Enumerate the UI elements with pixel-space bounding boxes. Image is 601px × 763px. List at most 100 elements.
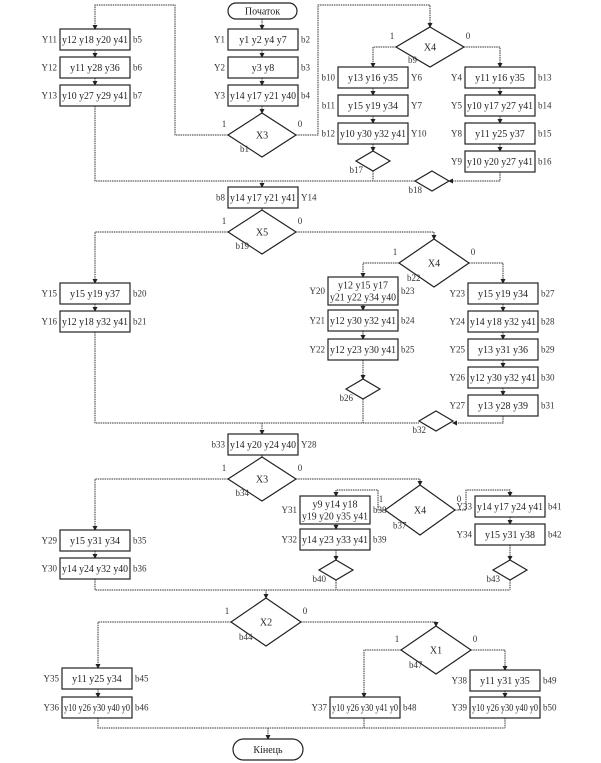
- decision-condition: X4: [424, 43, 436, 54]
- block-text: y14 y17 y21 y40: [230, 91, 296, 102]
- process-rect: [299, 528, 371, 551]
- branch-label-false: 0: [473, 634, 478, 644]
- decision-condition: X4: [414, 506, 426, 517]
- block-text: y19 y20 y35 y41: [302, 512, 368, 523]
- block-text: y11 y25 y34: [72, 674, 122, 685]
- process-block-b: [227, 186, 299, 209]
- block-text: y10 y20 y27 y41: [467, 157, 533, 168]
- junction-block-s1: [354, 150, 392, 172]
- process-rect: [469, 696, 541, 719]
- process-rect: [337, 66, 409, 89]
- block-text: y15 y19 y37: [70, 289, 120, 300]
- block-text: y12 y30 y32 y41: [470, 373, 536, 384]
- process-block-a3: [227, 84, 299, 107]
- decision-condition: X2: [260, 618, 272, 629]
- connector-line: [94, 106, 415, 182]
- process-block-u1: [59, 529, 131, 552]
- process-block-r2: [337, 94, 409, 117]
- process-rect: [59, 28, 131, 51]
- right-state-label: b28: [541, 317, 555, 327]
- process-rect: [464, 66, 536, 89]
- branch-label-false: 0: [466, 31, 471, 41]
- block-text: y10 y17 y27 y41: [467, 101, 533, 112]
- decision-diamond: [226, 112, 298, 158]
- process-rect: [61, 667, 133, 690]
- process-block-l2: [59, 56, 131, 79]
- block-text: y14 y17 y24 y41: [477, 502, 543, 513]
- process-rect: [59, 84, 131, 107]
- process-rect: [227, 433, 299, 456]
- branch-label-true: 1: [395, 634, 400, 644]
- process-block-a1: [227, 28, 299, 51]
- process-rect: [227, 84, 299, 107]
- left-state-label: Y1: [214, 35, 225, 45]
- decision-block-d2: [394, 26, 466, 68]
- process-block-e1: [299, 495, 371, 525]
- right-state-label: b45: [135, 674, 149, 684]
- right-state-label: b29: [541, 345, 555, 355]
- right-state-label: b38: [373, 505, 387, 515]
- process-block-g1: [61, 667, 133, 690]
- connector-line: [94, 332, 419, 424]
- terminal-shape: [232, 738, 304, 761]
- block-text: y10 y26 y30 y40 y0: [64, 703, 130, 714]
- junction-block-s5: [317, 559, 355, 581]
- process-block-f2: [474, 523, 546, 546]
- right-state-label: b23: [401, 286, 415, 296]
- decision-diamond: [229, 597, 303, 647]
- left-state-label: Y9: [451, 157, 462, 167]
- left-state-label: Y27: [450, 401, 466, 411]
- decision-diamond: [394, 26, 466, 68]
- process-rect: [464, 150, 536, 173]
- state-label: b26: [340, 393, 354, 403]
- block-text: y10 y26 y30 y41 y0: [332, 703, 398, 714]
- block-text: y13 y16 y35: [348, 73, 398, 84]
- branch-label-false: 0: [471, 247, 476, 257]
- block-text: y15 y19 y34: [348, 101, 398, 112]
- decision-block-d6: [383, 484, 457, 536]
- process-block-r1: [337, 66, 409, 89]
- right-state-label: b48: [403, 703, 417, 713]
- left-state-label: Y15: [42, 289, 58, 299]
- right-state-label: b5: [133, 35, 143, 45]
- block-text: y10 y27 y29 y41: [62, 91, 128, 102]
- connector-line: [333, 489, 385, 511]
- block-text: y14 y20 y24 y40: [230, 440, 296, 451]
- connector-line: [296, 4, 433, 136]
- left-state-label: Y38: [452, 676, 468, 686]
- process-block-h1: [329, 696, 401, 719]
- process-rect: [59, 310, 131, 333]
- junction-block-s2: [413, 170, 451, 192]
- connector-line: [370, 46, 396, 68]
- process-block-l3: [59, 84, 131, 107]
- block-text: y9 y14 y18: [313, 500, 358, 511]
- block-text: y12 y30 y32 y41: [330, 316, 396, 327]
- block-text: y11 y31 y35: [480, 676, 530, 687]
- right-state-label: b6: [133, 63, 143, 73]
- connector-line: [296, 231, 437, 240]
- terminal-shape: [227, 2, 298, 20]
- right-state-label: b2: [301, 35, 310, 45]
- left-state-label: b10: [322, 73, 336, 83]
- left-state-label: Y13: [42, 91, 58, 101]
- process-rect: [474, 495, 546, 518]
- connector-line: [471, 649, 508, 671]
- state-label: b44: [239, 632, 253, 642]
- state-label: b1: [240, 144, 249, 154]
- decision-condition: X5: [256, 228, 268, 239]
- right-state-label: b7: [133, 91, 143, 101]
- right-state-label: Y7: [411, 101, 422, 111]
- process-rect: [467, 310, 539, 333]
- process-rect: [329, 696, 401, 719]
- decision-block-d1: [226, 112, 298, 158]
- branch-label-true: 1: [379, 494, 384, 504]
- block-text: y1 y2 y4 y7: [239, 35, 287, 46]
- left-state-label: Y29: [42, 536, 58, 546]
- junction-diamond: [317, 559, 355, 581]
- left-state-label: b8: [216, 193, 226, 203]
- block-text: y10 y30 y32 y41: [340, 129, 406, 140]
- process-block-r3: [337, 122, 409, 145]
- right-state-label: Y14: [301, 193, 317, 203]
- connector-line: [455, 489, 513, 511]
- process-rect: [467, 338, 539, 361]
